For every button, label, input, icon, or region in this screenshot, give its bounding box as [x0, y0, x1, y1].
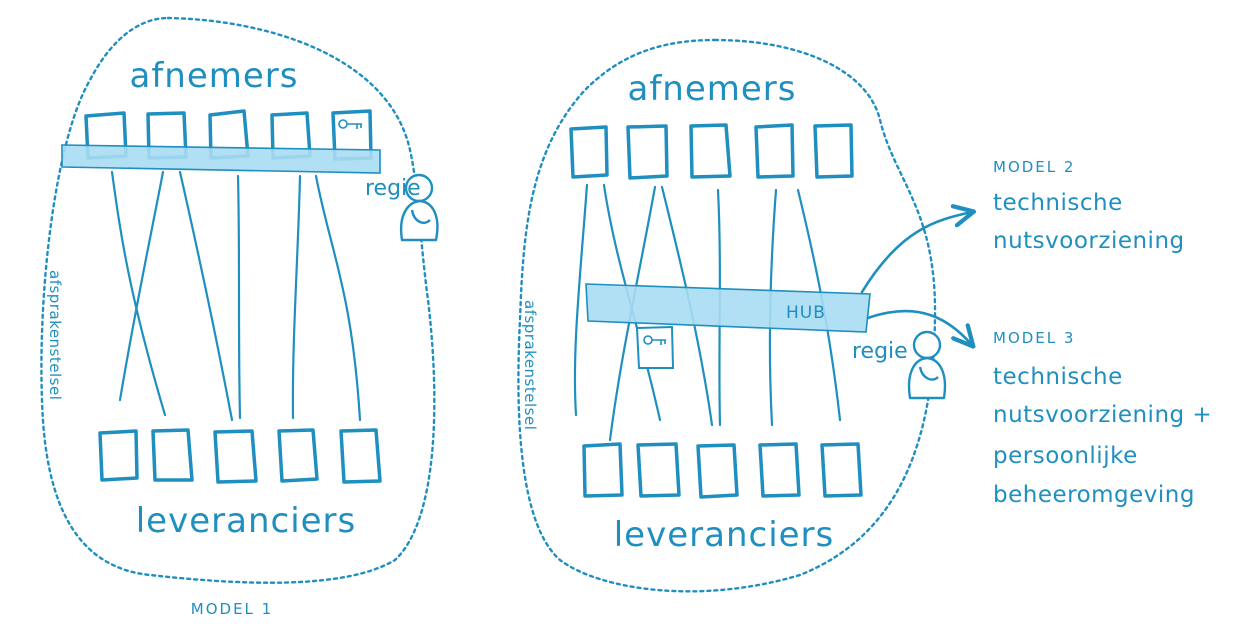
supplier-box — [820, 442, 863, 498]
consumer-box — [813, 123, 854, 179]
model1-side-label: afsprakenstelsel — [46, 270, 64, 400]
supplier-box — [339, 428, 382, 484]
model3-line: beheeromgeving — [993, 482, 1195, 508]
model2-line: technische — [993, 190, 1123, 216]
consumer-box — [754, 123, 795, 179]
model1-top-label: afnemers — [129, 56, 298, 96]
model23-side-label: afsprakenstelsel — [521, 300, 539, 430]
supplier-box — [213, 429, 258, 484]
consumer-box — [569, 125, 609, 179]
person-icon — [399, 173, 439, 242]
model3-line: persoonlijke — [993, 443, 1138, 469]
model1-connections — [110, 170, 362, 422]
supplier-box — [758, 442, 801, 498]
model1-group: afnemers leveranciers regie afsprakenste… — [40, 16, 439, 618]
model1-bottom-boxes — [98, 428, 382, 484]
person-icon — [907, 330, 947, 400]
model23-bottom-label: leveranciers — [614, 515, 835, 555]
model23-regie-label: regie — [852, 339, 908, 364]
model2-title: MODEL 2 — [993, 158, 1075, 176]
model23-top-boxes — [569, 123, 854, 180]
model2-description: MODEL 2 technische nutsvoorziening — [993, 158, 1185, 254]
model3-line: nutsvoorziening + — [993, 402, 1212, 428]
consumer-box — [626, 124, 669, 180]
key-icon — [338, 119, 362, 129]
model2-line: nutsvoorziening — [993, 228, 1185, 254]
model23-group: HUB afnemers leveranciers regie — [517, 38, 972, 593]
model1-caption: MODEL 1 — [191, 600, 273, 618]
arrow-to-model2 — [860, 212, 972, 294]
hub-band — [585, 283, 871, 333]
key-card — [635, 325, 675, 369]
model23-top-label: afnemers — [627, 69, 796, 109]
supplier-box — [696, 443, 739, 499]
supplier-box — [277, 428, 319, 483]
supplier-box — [636, 442, 681, 498]
supplier-box — [98, 429, 139, 482]
model23-boundary — [517, 38, 937, 593]
hub-label: HUB — [786, 303, 826, 323]
model1-regie-label: regie — [365, 176, 421, 201]
arrow-to-model3 — [866, 309, 972, 345]
supplier-box — [582, 442, 624, 498]
model1-boundary — [40, 16, 436, 584]
model1-regie-band — [61, 144, 381, 174]
model1-bottom-label: leveranciers — [136, 501, 357, 541]
key-icon — [643, 335, 666, 345]
model3-description: MODEL 3 technische nutsvoorziening + per… — [993, 329, 1212, 508]
model23-bottom-boxes — [582, 442, 863, 499]
supplier-box — [151, 428, 194, 482]
model3-line: technische — [993, 364, 1123, 390]
model3-title: MODEL 3 — [993, 329, 1075, 347]
consumer-box — [689, 123, 732, 179]
